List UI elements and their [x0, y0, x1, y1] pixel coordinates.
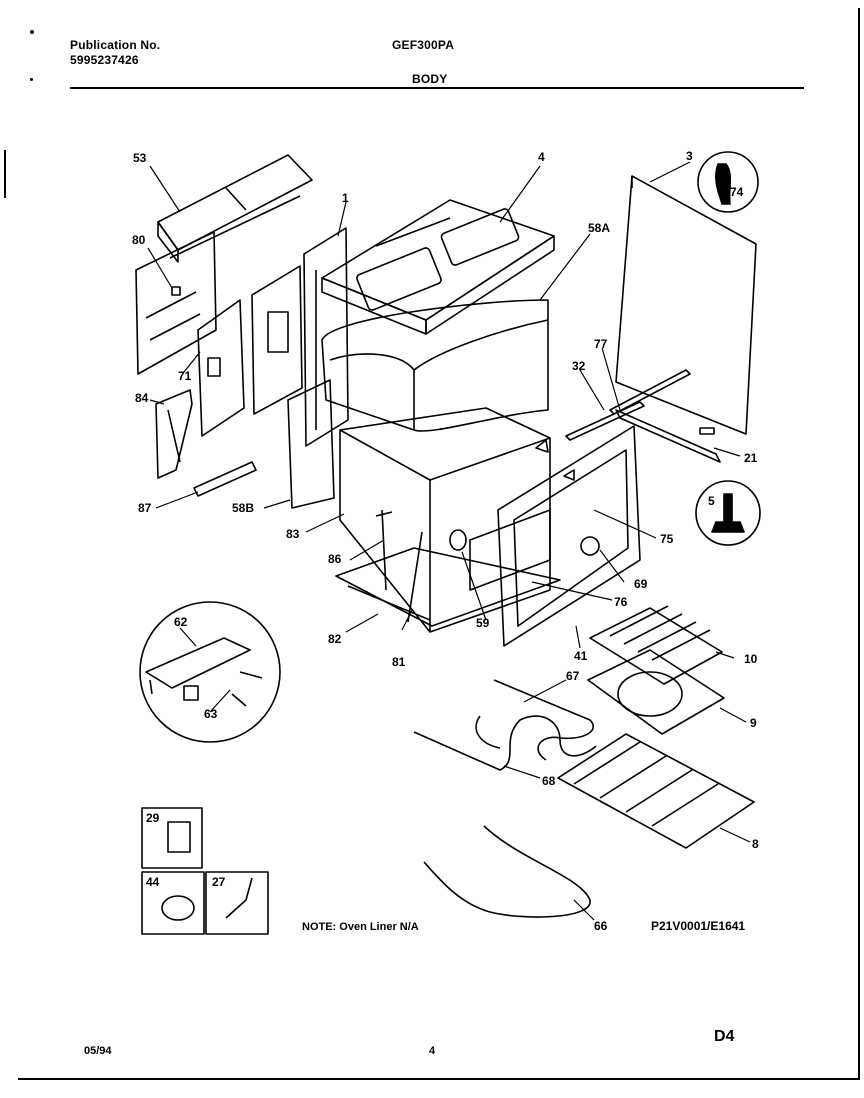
label-83: 83	[286, 527, 300, 541]
part-58A-insulation	[321, 299, 549, 432]
label-59: 59	[476, 616, 490, 630]
label-87: 87	[138, 501, 152, 515]
label-1: 1	[342, 191, 349, 205]
label-9: 9	[750, 716, 757, 730]
part-labels: 53 80 71 84 87 58B 1 4 58A 3 74 77 32 21…	[132, 149, 759, 933]
label-5: 5	[708, 494, 715, 508]
label-53: 53	[133, 151, 147, 165]
label-67: 67	[566, 669, 580, 683]
part-3-side-panel	[615, 175, 757, 435]
part-66-sensor-wire	[423, 825, 591, 918]
leader-lines	[147, 161, 751, 921]
page-frame	[18, 8, 860, 1080]
label-86: 86	[328, 552, 342, 566]
oven-liner-note: NOTE: Oven Liner N/A	[302, 921, 419, 933]
oven-cavity	[339, 407, 551, 633]
part-84-bracket	[155, 389, 193, 479]
label-76: 76	[614, 595, 628, 609]
part-62-callout	[139, 601, 281, 743]
part-5-callout	[695, 480, 761, 546]
part-58B-side-insulation	[287, 379, 335, 509]
label-81: 81	[392, 655, 406, 669]
part-27-box	[205, 871, 269, 935]
label-58B: 58B	[232, 501, 254, 515]
label-27: 27	[212, 875, 226, 889]
part-10-broiler-grid	[589, 605, 723, 685]
label-8: 8	[752, 837, 759, 851]
part-87-strip	[193, 461, 257, 497]
label-66: 66	[594, 919, 608, 933]
scan-mark	[4, 150, 6, 198]
footer-code: D4	[714, 1028, 735, 1045]
part-29-box	[141, 807, 203, 869]
part-1-side-frame	[303, 227, 349, 447]
part-8-oven-rack	[557, 733, 755, 849]
label-75: 75	[660, 532, 674, 546]
part-9-broiler-pan	[587, 649, 725, 735]
publication-label: Publication No.	[70, 38, 161, 52]
part-21-trim	[615, 409, 721, 463]
label-74: 74	[730, 185, 744, 199]
part-74-callout	[697, 151, 759, 213]
label-10: 10	[744, 652, 758, 666]
part-front-frame	[497, 425, 641, 647]
label-71: 71	[178, 369, 192, 383]
label-41: 41	[574, 649, 588, 663]
label-32: 32	[572, 359, 586, 373]
label-77: 77	[594, 337, 608, 351]
label-69: 69	[634, 577, 648, 591]
label-82: 82	[328, 632, 342, 646]
part-86-bracket	[375, 509, 423, 623]
label-3: 3	[686, 149, 693, 163]
footer-page: 4	[429, 1045, 436, 1057]
part-53-rear-panel	[157, 154, 313, 263]
scan-speck	[30, 30, 34, 34]
figure-id: P21V0001/E1641	[651, 919, 746, 933]
part-4-cooktop	[321, 199, 555, 335]
part-82-bottom-panel	[335, 547, 561, 627]
part-44-box	[141, 871, 205, 935]
label-44: 44	[146, 875, 160, 889]
publication-number: 5995237426	[70, 53, 139, 67]
label-68: 68	[542, 774, 556, 788]
part-77-rail	[565, 369, 691, 441]
label-62: 62	[174, 615, 188, 629]
part-68-bake-element	[413, 715, 597, 771]
label-84: 84	[135, 391, 149, 405]
model-number: GEF300PA	[392, 38, 455, 52]
part-bracket-panel	[197, 265, 303, 437]
label-80: 80	[132, 233, 146, 247]
section-title: BODY	[412, 72, 448, 86]
part-80-back-plate	[135, 231, 217, 375]
label-21: 21	[744, 451, 758, 465]
label-63: 63	[204, 707, 218, 721]
scan-speck	[30, 78, 33, 81]
footer-date: 05/94	[84, 1045, 112, 1057]
label-29: 29	[146, 811, 160, 825]
label-4: 4	[538, 150, 545, 164]
label-58A: 58A	[588, 221, 610, 235]
header-rule	[70, 87, 804, 89]
part-59-socket	[449, 529, 467, 551]
